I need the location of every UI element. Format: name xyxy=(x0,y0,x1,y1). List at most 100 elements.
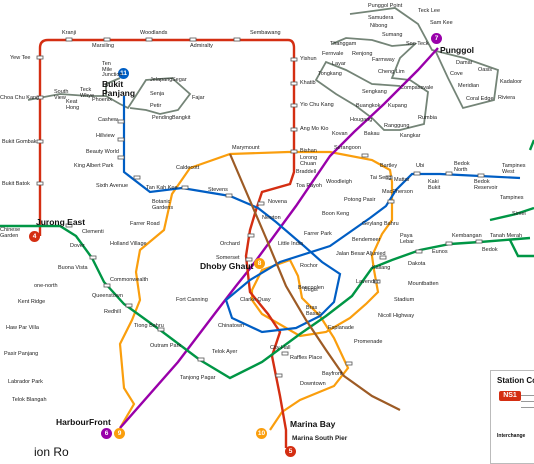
station-label: Eunos xyxy=(432,250,448,256)
station-label: Queenstown xyxy=(92,294,123,300)
station-label: Tanjong Pagar xyxy=(180,376,215,382)
station-label: Little India xyxy=(278,242,303,248)
station-label: Nicoll Highway xyxy=(378,314,414,320)
station-label: Keat Hong xyxy=(66,100,82,111)
station-label: Cheng Lim xyxy=(378,70,405,76)
station-label: Esplanade xyxy=(328,326,354,332)
station-label-bukit-panjang: Bukit Panjang xyxy=(102,80,138,97)
station-label: Kembangan xyxy=(452,234,482,240)
station-label: Tai Seng xyxy=(370,176,391,182)
station-label: Fernvale xyxy=(322,52,343,58)
station-label-dhoby-ghaut: Dhoby Ghaut xyxy=(200,262,253,271)
station-label: Meridian xyxy=(458,84,479,90)
station-label: Pending xyxy=(152,116,172,122)
station-label: Bukit Batok xyxy=(2,182,30,188)
station-label: Sengkang xyxy=(362,90,387,96)
legend-code-badge: NS1 xyxy=(499,391,521,401)
station-label: Holland Village xyxy=(110,242,147,248)
station-label: Geylang Bahru xyxy=(362,222,399,228)
station-label: Ubi xyxy=(416,164,424,170)
station-label: Bras Basah xyxy=(306,306,324,317)
station-label: Soo Teck xyxy=(406,42,429,48)
station-label: Samudera xyxy=(368,16,393,22)
station-label: Chinatown xyxy=(218,324,244,330)
station-label: Nibong xyxy=(370,24,387,30)
station-label: Senja xyxy=(150,92,164,98)
station-label: Boon Keng xyxy=(322,212,349,218)
station-label: Mattar xyxy=(394,178,410,184)
station-label: Sumang xyxy=(382,33,403,39)
map-caption: ion Ro xyxy=(34,446,69,458)
station-label: Labrador Park xyxy=(8,380,43,386)
station-label: Bukit Gombak xyxy=(2,140,37,146)
station-label: Tan Kah Kee xyxy=(146,186,178,192)
station-label: Lavender xyxy=(356,280,379,286)
station-label: Bendemeer xyxy=(352,238,380,244)
station-label: Telok Ayer xyxy=(212,350,237,356)
station-label: Commonwealth xyxy=(110,278,148,284)
cc-line xyxy=(120,152,392,430)
station-label: Newton xyxy=(262,216,281,222)
station-label: Thanggam xyxy=(330,42,356,48)
station-label: Buangkok xyxy=(356,104,380,110)
station-label: Kadaloor xyxy=(500,80,522,86)
station-label: Farrer Road xyxy=(130,222,160,228)
station-label: MacPherson xyxy=(382,190,413,196)
station-label: Bishan xyxy=(300,149,317,155)
station-label: Choa Chu Kang xyxy=(0,96,39,102)
station-label: Kaki Bukit xyxy=(428,180,446,191)
station-label: Admiralty xyxy=(190,44,213,50)
station-label: Cove xyxy=(450,72,463,78)
station-label: Marymount xyxy=(232,146,260,152)
station-label: Pasir Panjang xyxy=(4,352,38,358)
station-label-jurong-east: Jurong East xyxy=(36,218,85,227)
station-label: one-north xyxy=(34,284,58,290)
station-label: King Albert Park xyxy=(74,164,113,170)
station-label: Fort Canning xyxy=(176,298,208,304)
station-label: Braddell xyxy=(296,170,316,176)
station-label: Phoenix xyxy=(92,98,112,104)
station-label: Ten Mile Junction xyxy=(102,62,120,79)
station-label: Petir xyxy=(150,104,161,110)
station-label: Somerset xyxy=(216,256,240,262)
station-label: Kent Ridge xyxy=(18,300,45,306)
station-label: Marsiling xyxy=(92,44,114,50)
station-label: Bartley xyxy=(380,164,397,170)
station-label: Dover xyxy=(70,244,85,250)
line-badge-ew-jurong: 4 xyxy=(29,231,40,242)
station-label: Coral Edge xyxy=(466,97,494,103)
station-label: Kangkar xyxy=(400,134,421,140)
station-label-marina-south-pier: Marina South Pier xyxy=(292,436,347,443)
station-label: Bangkit xyxy=(172,116,190,122)
station-code-legend: Station Co NS1 Interchange xyxy=(490,370,534,464)
station-label: Stadium xyxy=(394,298,414,304)
station-label: Bedok Reservoir xyxy=(474,180,502,191)
station-label: Layar xyxy=(332,62,346,68)
station-label: Oasis xyxy=(478,68,492,74)
station-label: Bayfront xyxy=(322,372,342,378)
station-label: Caldecott xyxy=(176,166,199,172)
station-label: Tanah Merah xyxy=(490,234,522,240)
line-badge-cc-harbourfront: 9 xyxy=(114,428,125,439)
station-label: Yio Chu Kang xyxy=(300,103,334,109)
station-label: Aljunied xyxy=(366,252,386,258)
station-label: Paya Lebar xyxy=(400,234,420,245)
lrt-lines xyxy=(28,8,498,130)
station-label: Jalan Besar xyxy=(336,252,365,258)
station-label: Fajar xyxy=(192,96,205,102)
station-label-marina-bay: Marina Bay xyxy=(290,420,335,429)
station-label: Chinese Garden xyxy=(0,228,28,239)
legend-title: Station Co xyxy=(497,376,534,385)
station-label: Bedok North xyxy=(454,162,476,173)
station-label: Mountbatten xyxy=(408,282,439,288)
station-label: Ang Mo Kio xyxy=(300,127,328,133)
line-badge-ne-harbourfront: 6 xyxy=(101,428,112,439)
station-label: Renjong xyxy=(352,52,373,58)
station-label: Kranji xyxy=(62,31,76,37)
station-label: Farmway xyxy=(372,58,395,64)
line-badge-ne-punggol: 7 xyxy=(431,33,442,44)
station-label: Beauty World xyxy=(86,150,119,156)
station-label-outram-park: Outram Park xyxy=(150,344,181,350)
station-label: Stevens xyxy=(208,188,228,194)
